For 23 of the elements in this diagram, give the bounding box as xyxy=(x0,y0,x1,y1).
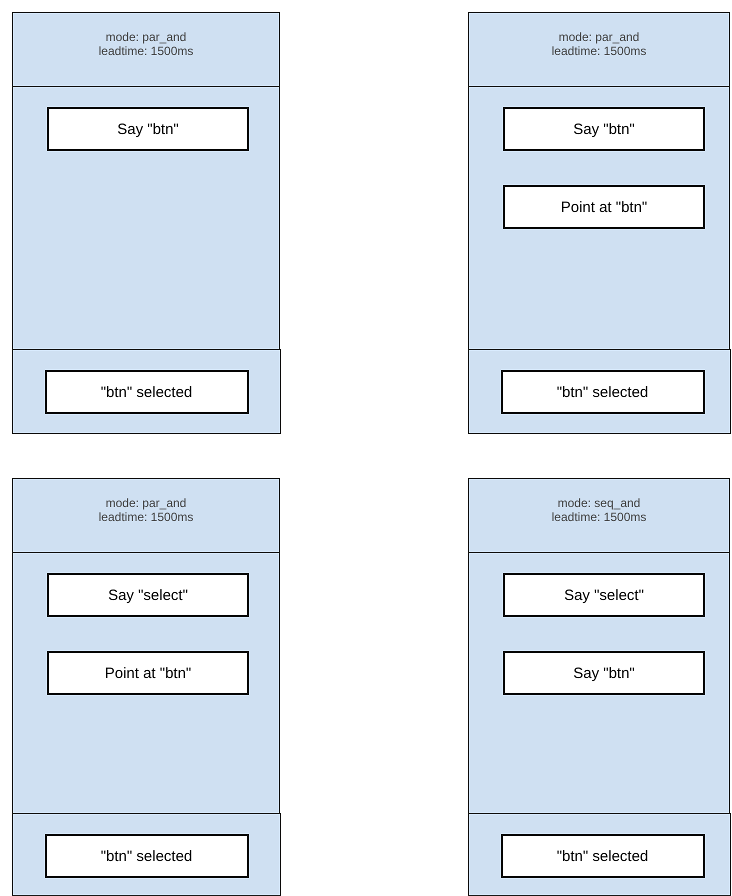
header-band: mode: par_and leadtime: 1500ms xyxy=(13,13,279,87)
action-box: Say "select" xyxy=(47,573,249,617)
action-box: Say "select" xyxy=(503,573,705,617)
action-box: Point at "btn" xyxy=(503,185,705,229)
footer-band xyxy=(12,813,280,896)
footer-band xyxy=(468,813,730,896)
action-box: Say "btn" xyxy=(503,107,705,151)
header-band: mode: par_and leadtime: 1500ms xyxy=(13,479,279,553)
action-box: "btn" selected xyxy=(500,370,704,414)
footer-band xyxy=(468,349,730,434)
panel xyxy=(468,478,730,895)
action-box: "btn" selected xyxy=(500,834,704,878)
action-box: Point at "btn" xyxy=(47,651,249,695)
action-box: "btn" selected xyxy=(44,370,248,414)
action-box: "btn" selected xyxy=(44,834,248,878)
panel xyxy=(12,478,280,895)
panel xyxy=(468,12,730,433)
header-band: mode: par_and leadtime: 1500ms xyxy=(469,13,729,87)
action-box: Say "btn" xyxy=(503,651,705,695)
footer-band xyxy=(12,349,280,434)
panel xyxy=(12,12,280,433)
header-band: mode: seq_and leadtime: 1500ms xyxy=(469,479,729,553)
action-box: Say "btn" xyxy=(47,107,249,151)
